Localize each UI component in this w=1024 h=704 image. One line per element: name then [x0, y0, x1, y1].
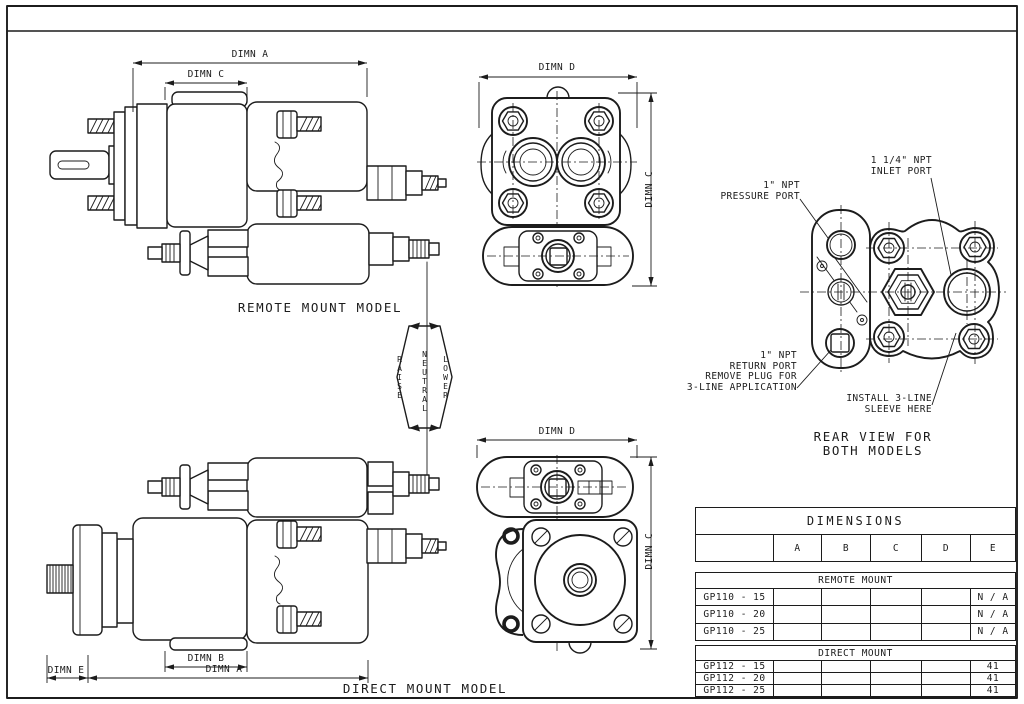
dimn-d-top-label: DIMN D	[538, 62, 576, 73]
value-cell	[821, 623, 870, 640]
value-cell	[870, 606, 921, 623]
dimn-a-top-label: DIMN A	[231, 49, 269, 60]
table-row: GP112 - 25 41	[696, 684, 1015, 696]
value-cell	[773, 661, 821, 672]
direct-end-view	[476, 455, 638, 654]
table-row: GP110 - 20 N / A	[696, 605, 1015, 623]
lever-position-indicator	[396, 261, 453, 478]
value-cell	[921, 673, 970, 684]
value-cell	[821, 606, 870, 623]
value-cell	[773, 673, 821, 684]
direct-mount-section-header: DIRECT MOUNT	[818, 647, 893, 659]
table-row: GP110 - 15 N / A	[696, 588, 1015, 606]
col-header-a: A	[773, 535, 821, 561]
model-cell: GP112 - 20	[703, 673, 766, 684]
value-cell: 41	[970, 661, 1015, 672]
value-cell	[870, 685, 921, 696]
value-cell	[773, 589, 821, 606]
remote-mount-side-view	[49, 91, 447, 285]
value-cell	[773, 606, 821, 623]
rear-view	[800, 205, 1006, 374]
sheet-border	[6, 5, 1018, 699]
value-cell	[870, 589, 921, 606]
value-cell	[870, 661, 921, 672]
dimn-d-bottom-label: DIMN D	[538, 426, 576, 437]
model-cell: GP110 - 25	[703, 626, 766, 638]
value-cell	[773, 685, 821, 696]
value-cell: N / A	[970, 589, 1015, 606]
value-cell: N / A	[970, 623, 1015, 640]
model-cell: GP112 - 25	[703, 685, 766, 696]
value-cell	[870, 673, 921, 684]
model-cell: GP110 - 20	[703, 608, 766, 620]
remote-mount-model-title: REMOTE MOUNT MODEL	[237, 300, 403, 315]
dimensions-table-header: DIMENSIONS A B C D E	[695, 507, 1016, 562]
table-row: GP112 - 20 41	[696, 672, 1015, 684]
leader-lines	[796, 177, 957, 406]
value-cell	[821, 661, 870, 672]
dimension-lines	[46, 60, 657, 683]
value-cell	[870, 623, 921, 640]
value-cell	[921, 661, 970, 672]
direct-mount-side-view	[46, 457, 447, 651]
dimn-c-right-top-label: DIMN C	[643, 170, 655, 208]
lever-neutral-label: NEUTRAL	[420, 350, 429, 413]
value-cell: 41	[970, 685, 1015, 696]
value-cell: N / A	[970, 606, 1015, 623]
value-cell	[821, 685, 870, 696]
dimn-c-topleft-label: DIMN C	[187, 69, 225, 80]
value-cell	[821, 589, 870, 606]
model-cell: GP112 - 15	[703, 661, 766, 672]
value-cell	[921, 685, 970, 696]
remote-mount-section-header: REMOTE MOUNT	[818, 575, 893, 586]
table-row: GP110 - 25 N / A	[696, 622, 1015, 640]
remote-end-view	[477, 86, 637, 288]
value-cell	[921, 606, 970, 623]
dimn-c-right-bottom-label: DIMN C	[643, 532, 655, 570]
dimn-a-bottom-label: DIMN A	[205, 664, 243, 675]
value-cell	[773, 623, 821, 640]
lever-lower-label: LOWER	[441, 355, 450, 400]
lever-raise-label: RAISE	[395, 355, 404, 400]
model-cell: GP110 - 15	[703, 591, 766, 603]
remote-mount-table: REMOTE MOUNT GP110 - 15 N / A GP110 - 20…	[695, 572, 1016, 641]
table-corner-cell	[696, 535, 773, 561]
value-cell	[821, 673, 870, 684]
dimn-b-label: DIMN B	[187, 653, 225, 664]
col-header-d: D	[921, 535, 970, 561]
dimn-e-label: DIMN E	[47, 665, 85, 676]
table-title: DIMENSIONS	[806, 514, 905, 528]
table-row: GP112 - 15 41	[696, 660, 1015, 672]
value-cell	[921, 623, 970, 640]
col-header-b: B	[821, 535, 870, 561]
value-cell	[921, 589, 970, 606]
col-header-c: C	[870, 535, 921, 561]
value-cell: 41	[970, 673, 1015, 684]
col-header-e: E	[970, 535, 1015, 561]
direct-mount-table: DIRECT MOUNT GP112 - 15 41 GP112 - 20 41…	[695, 645, 1016, 697]
return-port-circle	[825, 328, 855, 358]
direct-mount-model-title: DIRECT MOUNT MODEL	[342, 681, 508, 696]
